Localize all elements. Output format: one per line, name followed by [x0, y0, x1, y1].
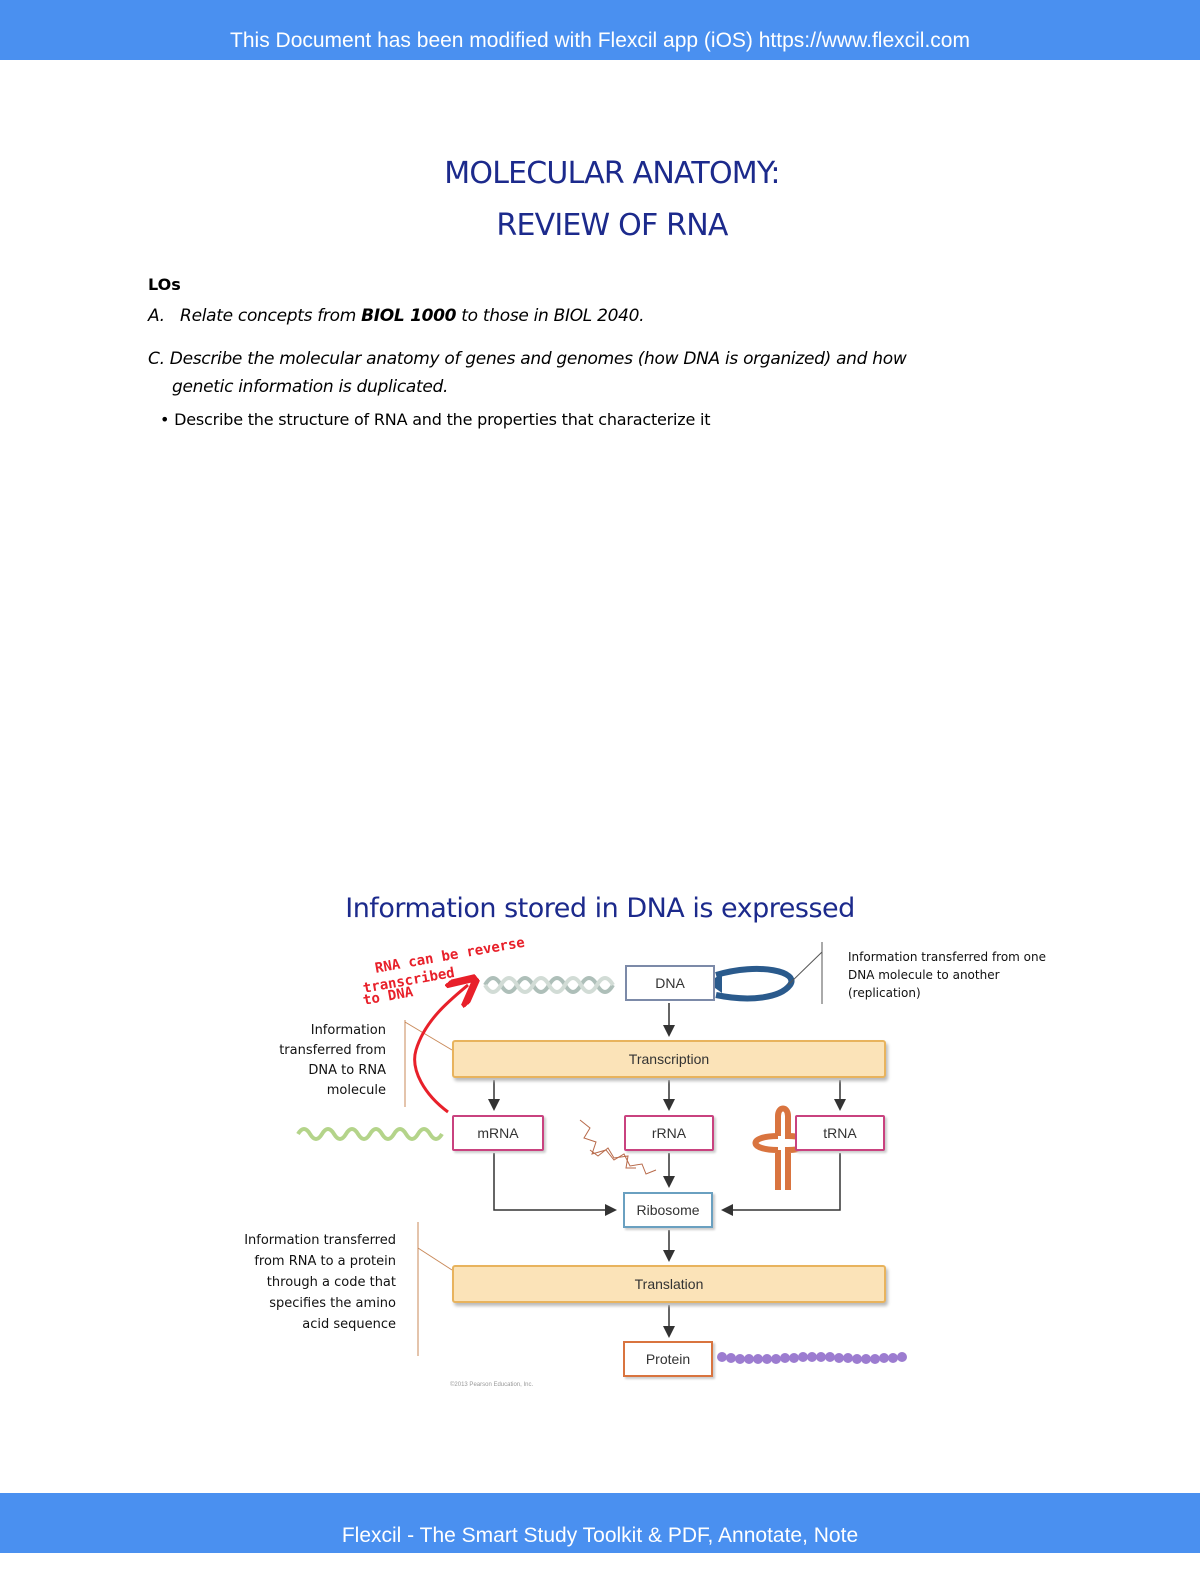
replication-note: Information transferred from one DNA mol… [848, 948, 1048, 1002]
slide-title: Information stored in DNA is expressed [0, 893, 1200, 924]
objective-a-course: BIOL 1000 [361, 306, 456, 326]
objective-a: A. Relate concepts from BIOL 1000 to tho… [148, 306, 644, 326]
objective-c-line-1: C. Describe the molecular anatomy of gen… [148, 349, 906, 369]
trna-box: tRNA [795, 1115, 885, 1151]
page-title-line-2: REVIEW OF RNA [0, 208, 1200, 243]
protein-box: Protein [623, 1341, 713, 1377]
objective-a-prefix: A. Relate concepts from [148, 306, 361, 326]
objective-a-suffix: to those in BIOL 2040. [456, 306, 644, 326]
rrna-box: rRNA [624, 1115, 714, 1151]
translation-box: Translation [452, 1265, 886, 1303]
top-banner: This Document has been modified with Fle… [0, 0, 1200, 60]
protein-chain-icon [717, 1352, 907, 1364]
bottom-banner[interactable]: Flexcil - The Smart Study Toolkit & PDF,… [0, 1493, 1200, 1553]
ribosome-box: Ribosome [623, 1192, 713, 1228]
transcription-box: Transcription [452, 1040, 886, 1078]
mrna-box: mRNA [452, 1115, 544, 1151]
los-heading: LOs [148, 275, 181, 294]
translation-note: Information transferred from RNA to a pr… [240, 1230, 396, 1335]
dna-helix-icon [485, 978, 613, 992]
transcription-note: Information transferred from DNA to RNA … [256, 1021, 386, 1101]
image-credit: ©2013 Pearson Education, Inc. [450, 1382, 533, 1388]
mrna-strand-icon [298, 1129, 442, 1139]
objective-c-line-2: genetic information is duplicated. [172, 377, 448, 397]
objective-bullet: • Describe the structure of RNA and the … [160, 410, 710, 429]
dna-box: DNA [625, 965, 715, 1001]
page-title-line-1: MOLECULAR ANATOMY: [0, 156, 1200, 191]
replication-loop-arrow [716, 969, 792, 998]
